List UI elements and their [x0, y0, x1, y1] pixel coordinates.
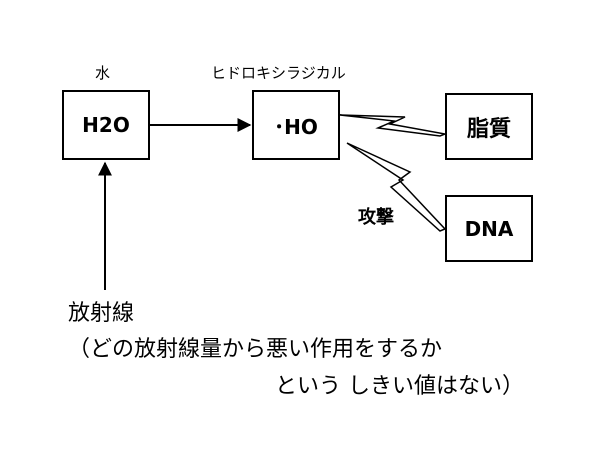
- ho-box: ･HO: [252, 90, 340, 160]
- attack-label: 攻撃: [358, 207, 394, 228]
- caption-line-1: 放射線: [68, 301, 135, 326]
- h2o-box-label: H2O: [82, 113, 130, 137]
- h2o-box: H2O: [62, 90, 150, 160]
- dna-box-label: DNA: [464, 216, 514, 241]
- lightning-to-dna: [346, 142, 447, 232]
- lipid-box-label: 脂質: [466, 116, 511, 142]
- lipid-box: 脂質: [445, 93, 533, 160]
- caption-line-2: （どの放射線量から悪い作用をするか: [68, 337, 443, 362]
- caption-line-3: という しきい値はない）: [275, 374, 524, 399]
- water-label: 水: [95, 64, 111, 82]
- ho-box-label: ･HO: [274, 114, 318, 139]
- radical-label: ヒドロキシラジカル: [211, 64, 346, 82]
- lightning-to-lipid: [339, 114, 448, 137]
- dna-box: DNA: [445, 195, 533, 262]
